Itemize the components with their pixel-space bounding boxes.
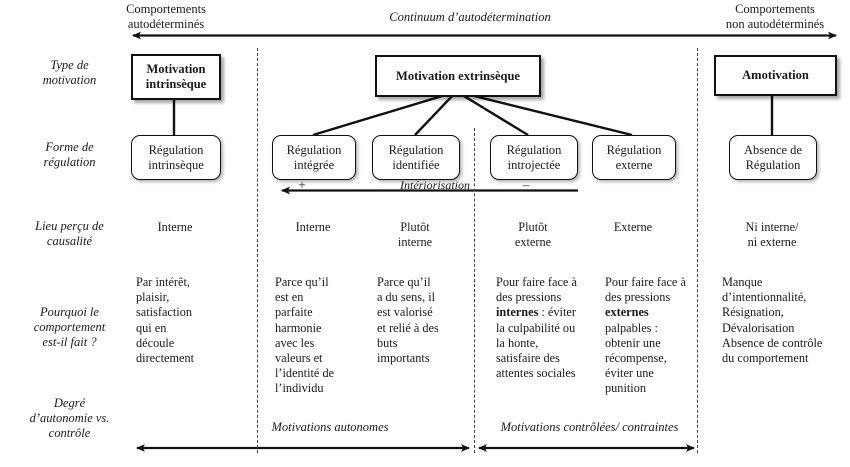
value-lieu-percu-identifiee: Plutôt interne: [372, 220, 458, 250]
value-lieu-percu-integree: Interne: [272, 220, 354, 235]
value-lieu-percu-introjectee: Plutôt externe: [490, 220, 576, 250]
caption-self-determined-behaviours: Comportements autodéterminés: [76, 2, 256, 32]
box-line-2: intégrée: [293, 157, 335, 172]
row-label-line-2: régulation: [43, 155, 96, 169]
connector-extrinseque-fan: [312, 91, 633, 137]
row-label-line-1: Pourquoi le: [40, 305, 99, 319]
value-lieu-percu-amotivation: Ni interne/ ni externe: [722, 220, 822, 250]
box-line-2: Régulation: [745, 157, 801, 172]
caption-line-2: non autodéterminés: [725, 17, 825, 31]
interiorisation-minus-sign: –: [522, 177, 530, 192]
row-label-line-1: Forme de: [45, 140, 94, 154]
row-label-line-2: causalité: [46, 234, 93, 248]
row-label-type-motivation: Type de motivation: [12, 58, 127, 88]
value-line-2: interne: [397, 235, 433, 250]
box-regulation-externe[interactable]: Régulation externe: [592, 135, 676, 180]
interiorisation-plus-sign: +: [298, 177, 306, 192]
box-regulation-identifiee[interactable]: Régulation identifiée: [372, 135, 460, 180]
box-line-2: introjectée: [507, 157, 561, 172]
row-label-line-1: Lieu perçu de: [35, 219, 104, 233]
value-line-2: ni externe: [747, 235, 797, 250]
box-line-2: intrinsèque: [145, 77, 207, 91]
row-label-pourquoi-comportement: Pourquoi le comportement est-il fait ?: [12, 305, 127, 350]
divider-extrinsic-amotivation: [697, 48, 698, 453]
box-line-1: Absence de: [744, 142, 802, 157]
label-motivations-autonomes: Motivations autonomes: [271, 420, 389, 434]
value-line-1: Interne: [295, 220, 331, 234]
box-line-2: externe: [615, 157, 653, 172]
caption-non-self-determined-behaviours: Comportements non autodéterminés: [700, 2, 850, 32]
box-line-1: Amotivation: [742, 68, 809, 82]
caption-line-1: Comportements: [126, 2, 206, 16]
value-lieu-percu-externe: Externe: [592, 220, 674, 235]
row-label-line-3: est-il fait ?: [42, 335, 97, 349]
box-amotivation[interactable]: Amotivation: [714, 55, 837, 96]
row-label-forme-regulation: Forme de régulation: [12, 140, 127, 170]
box-regulation-introjectee[interactable]: Régulation introjectée: [490, 135, 578, 180]
row-label-line-2: d’autonomie vs.: [29, 411, 110, 425]
row-label-lieu-percu-causalite: Lieu perçu de causalité: [12, 219, 127, 249]
row-label-line-3: contrôle: [48, 426, 91, 440]
row-label-line-2: comportement: [33, 320, 106, 334]
divider-intrinsic-extrinsic: [257, 48, 258, 453]
caption-line-2: autodéterminés: [127, 17, 205, 31]
interiorisation-label: Intériorisation: [399, 178, 470, 192]
value-line-1: Interne: [157, 220, 193, 234]
value-lieu-percu-intrinseque: Interne: [131, 220, 219, 235]
value-line-1: Plutôt: [518, 220, 548, 234]
value-line-1: Ni interne/: [745, 220, 799, 234]
box-motivation-extrinseque[interactable]: Motivation extrinsèque: [375, 55, 541, 97]
box-line-1: Régulation: [148, 142, 204, 157]
row-label-line-1: Type de: [50, 58, 89, 72]
box-line-1: Régulation: [506, 142, 562, 157]
value-line-1: Externe: [613, 220, 653, 234]
box-line-2: intrinsèque: [148, 157, 204, 172]
caption-continuum: Continuum d’autodétermination: [389, 10, 551, 24]
value-line-2: externe: [514, 235, 552, 250]
box-absence-de-regulation[interactable]: Absence de Régulation: [729, 135, 817, 180]
box-line-2: identifiée: [392, 157, 440, 172]
box-line-1: Régulation: [388, 142, 444, 157]
box-line-1: Motivation extrinsèque: [396, 68, 520, 83]
box-line-1: Motivation: [146, 62, 206, 76]
box-line-1: Régulation: [286, 142, 342, 157]
box-motivation-intrinseque[interactable]: Motivation intrinsèque: [131, 54, 221, 100]
caption-line-1: Comportements: [735, 2, 815, 16]
box-line-1: Régulation: [606, 142, 662, 157]
row-label-line-1: Degré: [53, 396, 86, 410]
row-label-degre-autonomie: Degré d’autonomie vs. contrôle: [12, 396, 127, 441]
row-label-line-2: motivation: [42, 73, 97, 87]
value-line-1: Plutôt: [400, 220, 430, 234]
box-regulation-intrinseque[interactable]: Régulation intrinsèque: [131, 135, 221, 180]
divider-identified-introjected: [474, 128, 475, 453]
box-regulation-integree[interactable]: Régulation intégrée: [272, 135, 356, 180]
label-motivations-controlees: Motivations contrôlées/ contraintes: [500, 420, 679, 434]
